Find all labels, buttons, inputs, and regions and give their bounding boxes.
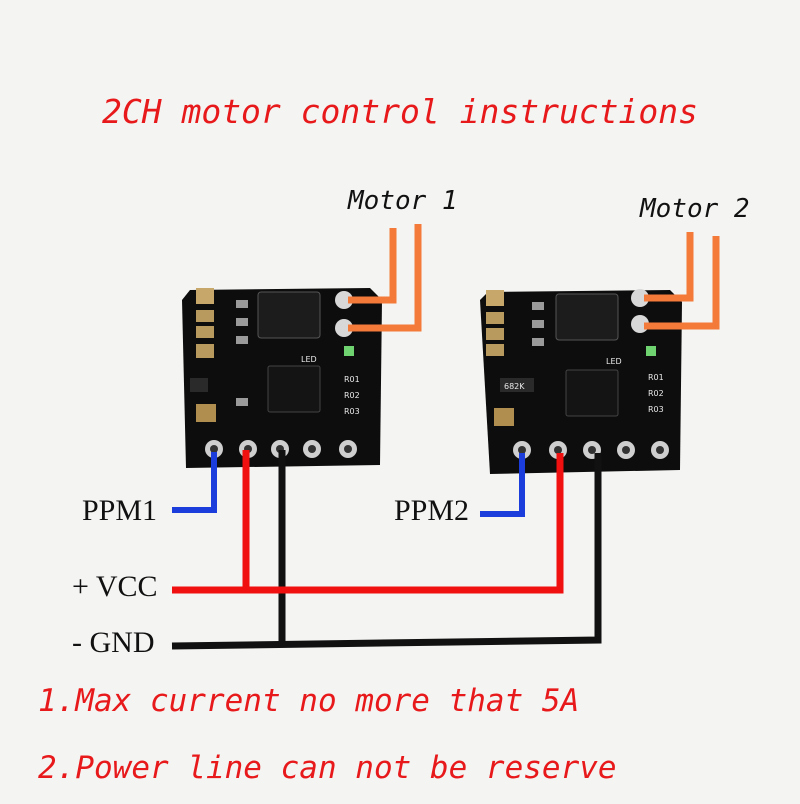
vcc-wire (172, 453, 564, 594)
capacitor (486, 312, 504, 324)
note-max-current: 1.Max current no more that 5A (38, 683, 580, 719)
resistor-label: R01 (344, 375, 360, 384)
resistor (532, 320, 544, 328)
motor-1-label: Motor 1 (348, 186, 458, 216)
resistor (236, 398, 248, 406)
diode (190, 378, 208, 392)
capacitor (486, 328, 504, 340)
resistor (236, 318, 248, 326)
driver-chip (565, 369, 619, 417)
capacitor (494, 408, 514, 426)
capacitor (486, 290, 504, 306)
led-label: LED (606, 357, 622, 366)
mosfet-chip (555, 293, 619, 341)
capacitor (486, 344, 504, 356)
capacitor (196, 344, 214, 358)
capacitor (196, 326, 214, 338)
vcc-label: + VCC (72, 570, 158, 603)
resistor (532, 302, 544, 310)
capacitor (196, 310, 214, 322)
resistor (236, 300, 248, 308)
motor-1-wire-a (348, 228, 397, 304)
resistor-label: R03 (648, 405, 664, 414)
resistor-label: R03 (344, 407, 360, 416)
motor-2-wire-a (644, 232, 694, 302)
header-pins (513, 441, 669, 459)
ppm2-label: PPM2 (394, 494, 470, 527)
motor-wires (348, 224, 720, 332)
resistor-label: R02 (344, 391, 360, 400)
capacitor (196, 404, 216, 422)
led (646, 346, 656, 356)
ppm1-wire (172, 452, 217, 513)
board-1: LED R01 R02 R03 (182, 288, 382, 468)
motor-pad (335, 319, 353, 337)
motor-2-label: Motor 2 (640, 194, 750, 224)
gnd-label: - GND (72, 626, 155, 659)
capacitor (196, 288, 214, 304)
mosfet-chip (257, 291, 321, 339)
motor-2-wire-b (644, 236, 720, 330)
motor-pad (335, 291, 353, 309)
resistor-label: R01 (648, 373, 664, 382)
motor-pad (631, 289, 649, 307)
led-label: LED (301, 355, 317, 364)
resistor (236, 336, 248, 344)
board-2: 682K LED R01 R02 R03 (480, 289, 682, 474)
note-power-line: 2.Power line can not be reserve (38, 750, 617, 786)
resistor-label: R02 (648, 389, 664, 398)
motor-1-wire-b (348, 224, 422, 332)
ppm1-label: PPM1 (82, 494, 158, 527)
driver-chip (267, 365, 321, 413)
chip-code-label: 682K (504, 382, 525, 391)
gnd-wire (171, 453, 602, 650)
ppm2-wire (480, 453, 525, 517)
led (344, 346, 354, 356)
inductor (500, 378, 534, 392)
resistor (532, 338, 544, 346)
diagram-title: 2CH motor control instructions (101, 92, 699, 131)
